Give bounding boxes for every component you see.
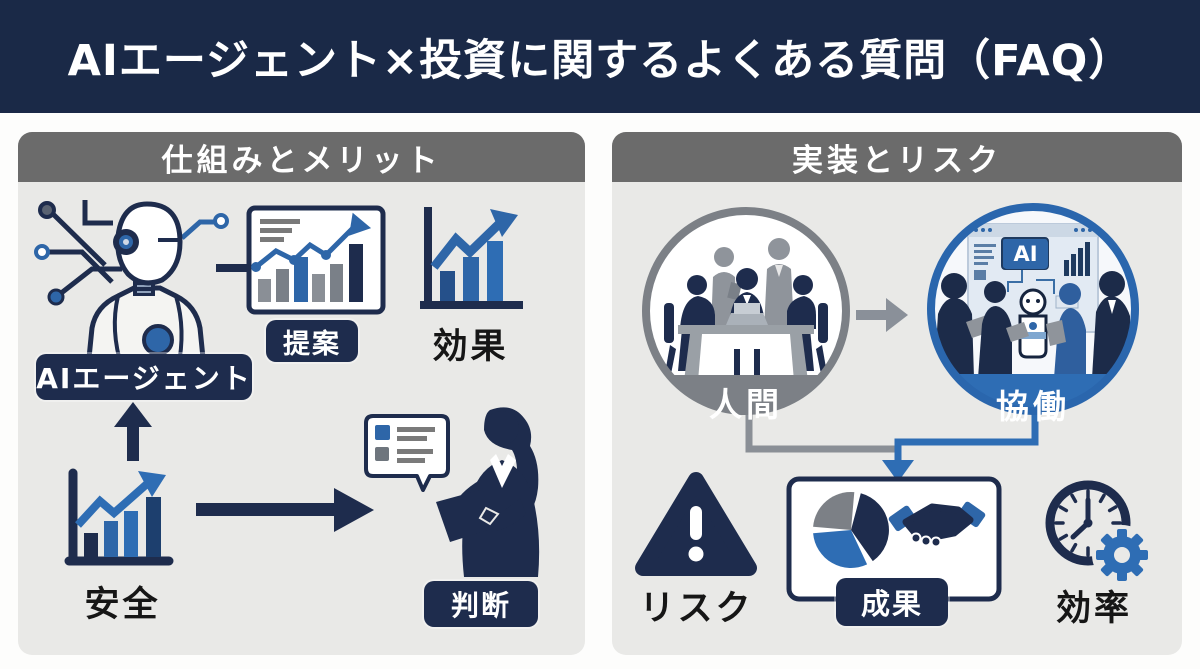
circuit-icon [49,200,122,296]
down-arrow-icon [882,460,914,482]
right-panel-title: 実装とリスク [792,142,1002,179]
effect-caption: 効果 [418,318,523,369]
safety-caption-text: 安全 [84,585,161,625]
businesswoman-icon [436,407,540,577]
pie-chart-icon [813,491,889,568]
collaboration-label-text: 協働 [996,387,1070,426]
right-panel-header: 実装とリスク [612,132,1182,182]
gray-right-arrow-icon [856,298,908,332]
ai-badge-text: AI [1013,242,1038,266]
risk-caption: リスク [634,580,759,631]
safety-caption: 安全 [70,576,175,627]
safety-chart-icon [64,468,174,566]
effect-caption-text: 効果 [432,327,509,367]
up-arrow-icon [114,402,152,461]
gear-icon [1096,529,1148,581]
ai-agent-label-text: AIエージェント [36,362,252,395]
result-label-text: 成果 [860,587,923,621]
robot-icon [34,200,229,370]
results-box-icon [786,476,1002,602]
ai-badge: AI [1003,239,1048,269]
human-label: 人間 [696,378,796,426]
speech-bubble-icon [364,414,450,492]
handshake-icon [888,501,986,548]
human-label-text: 人間 [709,385,783,424]
page-title-text: AIエージェント×投資に関するよくある質問（FAQ） [67,35,1133,86]
collaboration-circle-icon [927,203,1139,415]
collaboration-label: 協働 [983,380,1083,428]
human-circle-icon [642,207,850,415]
ai-agent-label: AIエージェント [36,354,252,400]
effect-chart-icon [420,207,523,309]
judgment-label: 判断 [424,581,538,627]
efficiency-caption: 効率 [1040,580,1148,631]
left-panel-title: 仕組みとメリット [161,142,442,179]
warning-triangle-icon [635,472,757,576]
proposal-label: 提案 [266,320,358,362]
risk-caption-text: リスク [639,589,754,629]
long-right-arrow-icon [196,488,374,532]
proposal-label-text: 提案 [283,328,341,360]
efficiency-caption-text: 効率 [1055,589,1132,629]
proposal-chart-icon [246,205,386,315]
left-panel-header: 仕組みとメリット [18,132,585,182]
page-title: AIエージェント×投資に関するよくある質問（FAQ） [0,0,1200,113]
result-label: 成果 [836,578,948,626]
clock-icon [1045,480,1148,581]
judgment-label-text: 判断 [450,589,511,622]
flow-connector [745,410,1039,482]
